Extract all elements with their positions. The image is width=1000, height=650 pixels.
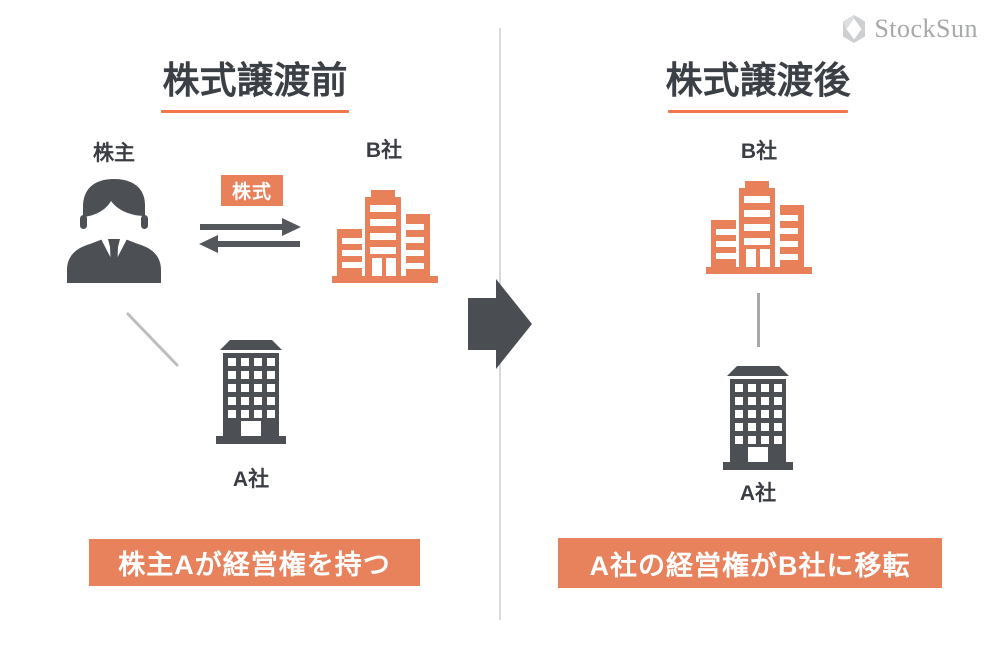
left-panel-title-block: 株式譲渡前 <box>130 58 380 114</box>
big-right-arrow-icon <box>468 279 532 369</box>
stocksun-gem-icon <box>843 15 866 43</box>
right-title-underline <box>668 110 848 114</box>
stock-badge: 株式 <box>221 175 283 206</box>
shareholder-label: 株主 <box>93 142 135 165</box>
left-banner: 株主Aが経営権を持つ <box>89 539 420 586</box>
exchange-arrows-icon <box>199 218 301 253</box>
diagonal-connector-line <box>126 312 179 367</box>
logo-text: StockSun <box>874 14 978 43</box>
right-panel-title: 株式譲渡後 <box>665 60 851 101</box>
right-panel-title-block: 株式譲渡後 <box>633 58 883 114</box>
office-building-icon <box>723 366 793 470</box>
company-b-label-right: B社 <box>740 140 778 163</box>
office-building-icon <box>216 340 286 444</box>
left-panel-title: 株式譲渡前 <box>162 60 348 101</box>
vertical-connector-line <box>757 293 760 347</box>
left-title-underline <box>161 110 349 114</box>
company-b-label-left: B社 <box>365 139 403 162</box>
company-a-label-left: A社 <box>232 468 270 491</box>
company-a-label-right: A社 <box>739 482 777 505</box>
stocksun-logo: StockSun <box>842 14 978 44</box>
right-banner: A社の経営権がB社に移転 <box>558 538 942 588</box>
businessman-icon <box>67 179 161 283</box>
building-cluster-icon <box>332 190 438 283</box>
building-cluster-icon <box>706 181 812 274</box>
